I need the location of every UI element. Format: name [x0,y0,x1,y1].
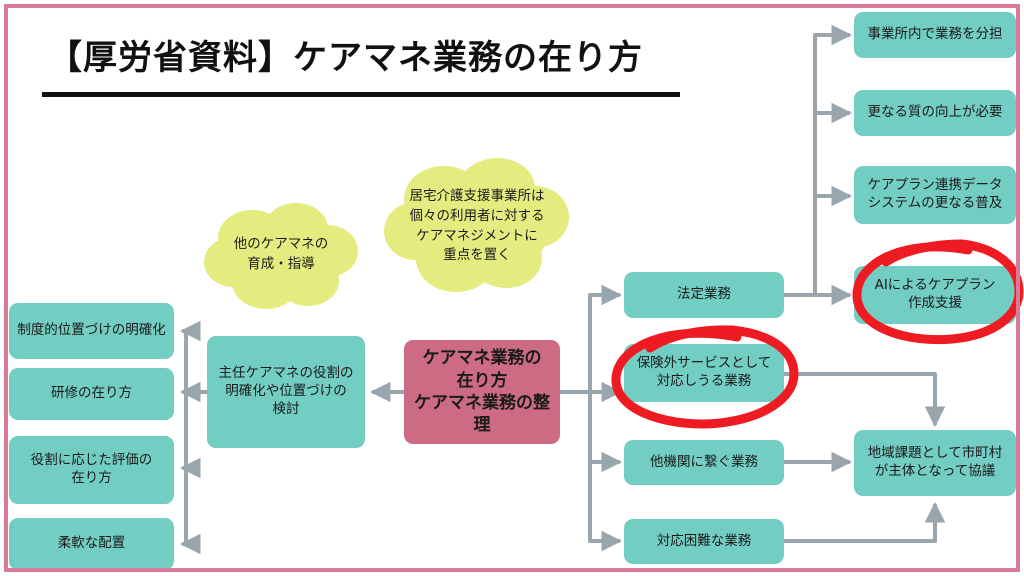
left-parent-node[interactable]: 主任ケアマネの役割の 明確化や位置づけの 検討 [207,336,365,448]
center-node[interactable]: ケアマネ業務の 在り方 ケアマネ業務の整理 [404,340,560,444]
cloud-shape-icon [384,158,569,292]
cloud-note-1-label: 他のケアマネの 育成・指導 [233,236,329,272]
right-item-municipal[interactable]: 地域課題として市町村 が主体となって協議 [854,430,1016,496]
cloud-shape-icon [204,203,358,309]
cloud-note-1: 他のケアマネの 育成・指導 [200,196,362,314]
left-item-4[interactable]: 柔軟な配置 [9,518,174,570]
middle-item-statutory[interactable]: 法定業務 [624,272,784,318]
cloud-note-2-label: 居宅介護支援事業所は 個々の利用者に対する ケアマネジメントに 重点を置く [409,188,545,264]
left-item-3[interactable]: 役割に応じた評価の 在り方 [9,436,174,504]
middle-item-referral[interactable]: 他機関に繋ぐ業務 [624,440,784,485]
right-item-ai-careplan[interactable]: AIによるケアプラン 作成支援 [854,266,1016,324]
cloud-note-2: 居宅介護支援事業所は 個々の利用者に対する ケアマネジメントに 重点を置く [382,155,572,298]
right-item-quality[interactable]: 更なる質の向上が必要 [854,90,1016,136]
title-underline [42,92,680,97]
left-item-2[interactable]: 研修の在り方 [9,368,174,420]
middle-item-out-of-insurance[interactable]: 保険外サービスとして 対応しうる業務 [624,344,784,402]
right-item-share-workload[interactable]: 事業所内で業務を分担 [854,12,1016,58]
page-title: 【厚労省資料】ケアマネ業務の在り方 [48,38,643,78]
right-item-data-system[interactable]: ケアプラン連携データ システムの更なる普及 [854,166,1016,224]
left-item-1[interactable]: 制度的位置づけの明確化 [9,303,174,359]
middle-item-difficult[interactable]: 対応困難な業務 [624,519,784,564]
